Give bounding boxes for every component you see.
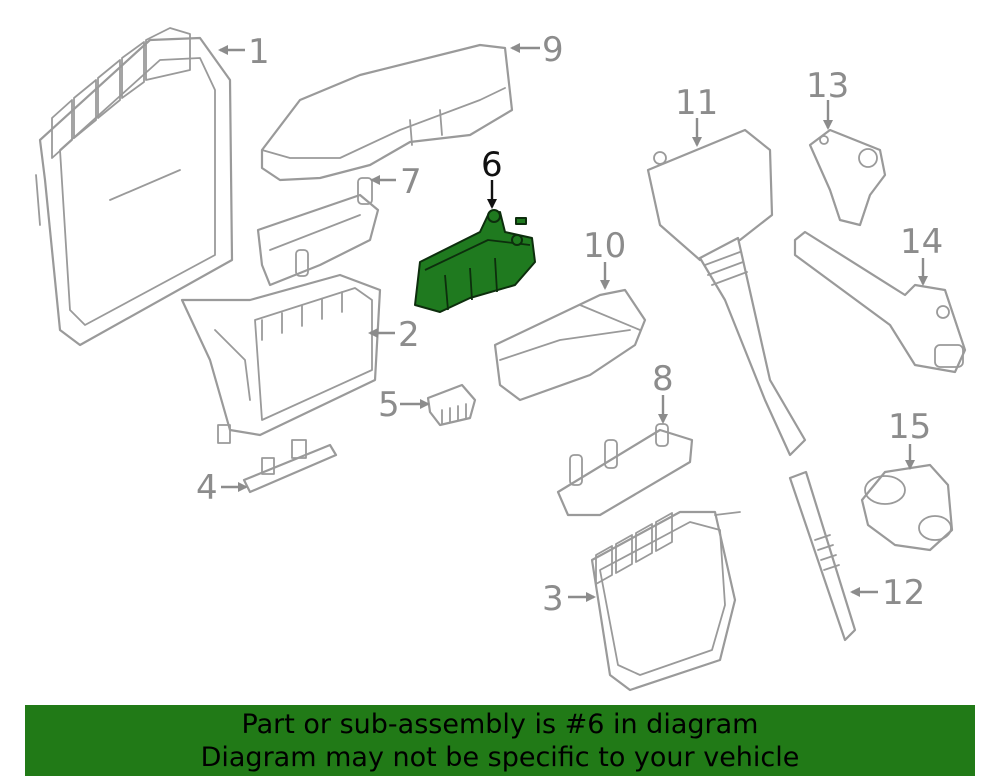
part-7-bracket[interactable]	[256, 177, 380, 287]
callout-12: 12	[882, 573, 925, 613]
parts-diagram: 1 9 7 6 2 10 11 13 14 5 8 4 15 3 12	[35, 27, 967, 692]
part-1-ecu-module[interactable]	[35, 27, 234, 347]
banner-line-2: Diagram may not be specific to your vehi…	[200, 742, 800, 773]
callout-4: 4	[196, 468, 218, 508]
callout-10: 10	[583, 226, 626, 266]
part-8-frame[interactable]	[556, 423, 694, 517]
callout-15: 15	[888, 407, 931, 447]
part-5-clip[interactable]	[426, 383, 477, 427]
callout-7: 7	[400, 162, 422, 202]
part-4-connector[interactable]	[242, 439, 338, 494]
part-2-tray[interactable]	[180, 273, 382, 444]
part-13-sensor[interactable]	[808, 128, 887, 227]
banner-line-1: Part or sub-assembly is #6 in diagram	[241, 709, 759, 740]
callout-9: 9	[542, 30, 564, 70]
part-12-spark-plug[interactable]	[788, 470, 857, 642]
callout-8: 8	[652, 359, 674, 399]
callout-5: 5	[378, 385, 400, 425]
callout-2: 2	[398, 315, 420, 355]
callout-1: 1	[248, 32, 270, 72]
part-15-cap[interactable]	[860, 463, 954, 552]
part-6-highlighted[interactable]	[414, 209, 536, 313]
callout-6: 6	[481, 145, 503, 185]
part-14-sensor[interactable]	[793, 230, 967, 374]
part-3-module[interactable]	[590, 510, 741, 692]
callout-13: 13	[806, 66, 849, 106]
part-9-cover[interactable]	[260, 43, 514, 182]
part-11-ignition-coil[interactable]	[646, 128, 807, 457]
info-banner: Part or sub-assembly is #6 in diagram Di…	[25, 705, 975, 776]
callout-11: 11	[675, 83, 718, 123]
part-10-pad[interactable]	[493, 288, 647, 402]
callout-3: 3	[542, 579, 564, 619]
callout-14: 14	[900, 222, 943, 262]
